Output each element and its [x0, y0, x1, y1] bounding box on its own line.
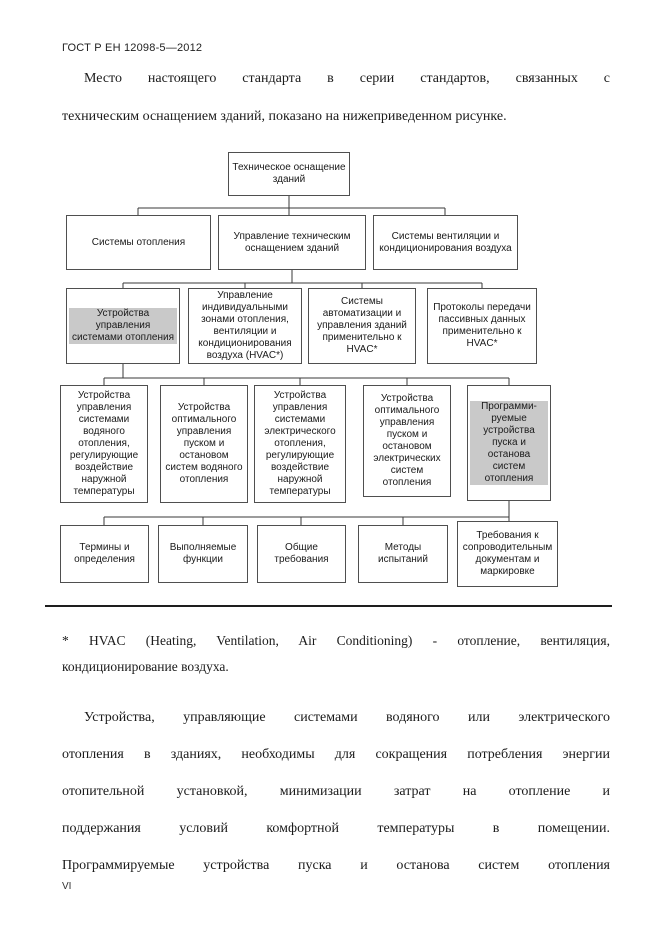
- diagram-node-label: Протоколы передачи пассивных данных прим…: [433, 302, 531, 349]
- diagram-node-label: Системы вентиляции и кондиционирования в…: [379, 230, 512, 254]
- standards-hierarchy-diagram: Техническое оснащение зданий Системы ото…: [0, 148, 661, 595]
- diagram-node-heating-systems: Системы отопления: [66, 215, 211, 270]
- diagram-node-label: Устройства управления системами водяного…: [69, 390, 139, 497]
- standard-designation: ГОСТ Р ЕН 12098-5—2012: [62, 42, 203, 54]
- diagram-connector-lines: [103, 196, 510, 525]
- diagram-node-label: Устройства оптимального управления пуско…: [165, 402, 243, 485]
- diagram-node-terms-definitions: Термины и определения: [60, 525, 149, 583]
- diagram-node-label: Управление техническим оснащением зданий: [233, 230, 351, 254]
- diagram-node-water-heating-weather-control: Устройства управления системами водяного…: [60, 385, 148, 503]
- diagram-node-label: Методы испытаний: [378, 542, 428, 565]
- diagram-node-label: Устройства управления системами электрич…: [264, 390, 336, 497]
- diagram-node-electric-heating-weather-control: Устройства управления системами электрич…: [254, 385, 346, 503]
- diagram-node-optimal-start-stop-electric: Устройства оптимального управления пуско…: [363, 385, 451, 497]
- body-line: отопления в зданиях, необходимы для сокр…: [62, 747, 610, 762]
- diagram-node-technical-equipment: Техническое оснащение зданий: [228, 152, 350, 196]
- intro-line: техническим оснащением зданий, показано …: [62, 109, 507, 124]
- diagram-node-documentation-marking-requirements: Требования к сопроводительным документам…: [457, 521, 558, 587]
- diagram-node-general-requirements: Общие требования: [257, 525, 346, 583]
- footnote-line: * HVAC (Heating, Ventilation, Air Condit…: [62, 633, 610, 648]
- body-line: поддержания условий комфортной температу…: [62, 821, 610, 836]
- diagram-node-heating-control-devices: Устройства управления системами отоплени…: [66, 288, 180, 364]
- diagram-node-label: Управление индивидуальными зонами отопле…: [198, 290, 292, 361]
- diagram-node-individual-zone-control: Управление индивидуальными зонами отопле…: [188, 288, 302, 364]
- diagram-node-optimal-start-stop-water: Устройства оптимального управления пуско…: [160, 385, 248, 503]
- intro-line: Место настоящего стандарта в серии станд…: [84, 71, 610, 86]
- diagram-node-label: Системы автоматизации и управления здани…: [317, 296, 407, 355]
- diagram-node-ventilation-ac-systems: Системы вентиляции и кондиционирования в…: [373, 215, 518, 270]
- diagram-node-building-automation-hvac: Системы автоматизации и управления здани…: [308, 288, 416, 364]
- diagram-node-label: Программи­руемые устройства пуска и оста…: [470, 401, 548, 485]
- body-paragraph: Устройства, управляющие системами водяно…: [62, 699, 610, 884]
- intro-paragraph: Место настоящего стандарта в серии станд…: [62, 60, 610, 136]
- diagram-node-label: Техническое оснащение зданий: [232, 162, 346, 185]
- diagram-node-label: Выполняемые функции: [169, 542, 237, 565]
- diagram-node-label: Общие требования: [274, 542, 329, 565]
- hvac-footnote: * HVAC (Heating, Ventilation, Air Condit…: [62, 628, 610, 680]
- diagram-node-performed-functions: Выполняемые функции: [158, 525, 248, 583]
- body-line: Программируемые устройства пуска и остан…: [62, 858, 610, 873]
- diagram-node-label: Устройства оптимального управления пуско…: [373, 393, 441, 488]
- diagram-node-data-protocols-hvac: Протоколы передачи пассивных данных прим…: [427, 288, 537, 364]
- diagram-node-programmable-start-stop-devices: Программи­руемые устройства пуска и оста…: [467, 385, 551, 501]
- footnote-line: кондиционирование воздуха.: [62, 659, 229, 674]
- footnote-separator-rule: [45, 605, 612, 607]
- diagram-node-label: Системы отопления: [91, 236, 186, 248]
- diagram-node-label: Термины и определения: [74, 542, 135, 565]
- body-line: отопительной установкой, минимизации зат…: [62, 784, 610, 799]
- diagram-node-building-equipment-control: Управление техническим оснащением зданий: [218, 215, 366, 270]
- diagram-node-label: Устройства управления системами отоплени…: [69, 308, 177, 344]
- body-line: Устройства, управляющие системами водяно…: [84, 710, 610, 725]
- diagram-node-test-methods: Методы испытаний: [358, 525, 448, 583]
- page-number: VI: [62, 881, 72, 892]
- diagram-node-label: Требования к сопроводительным документам…: [462, 530, 553, 577]
